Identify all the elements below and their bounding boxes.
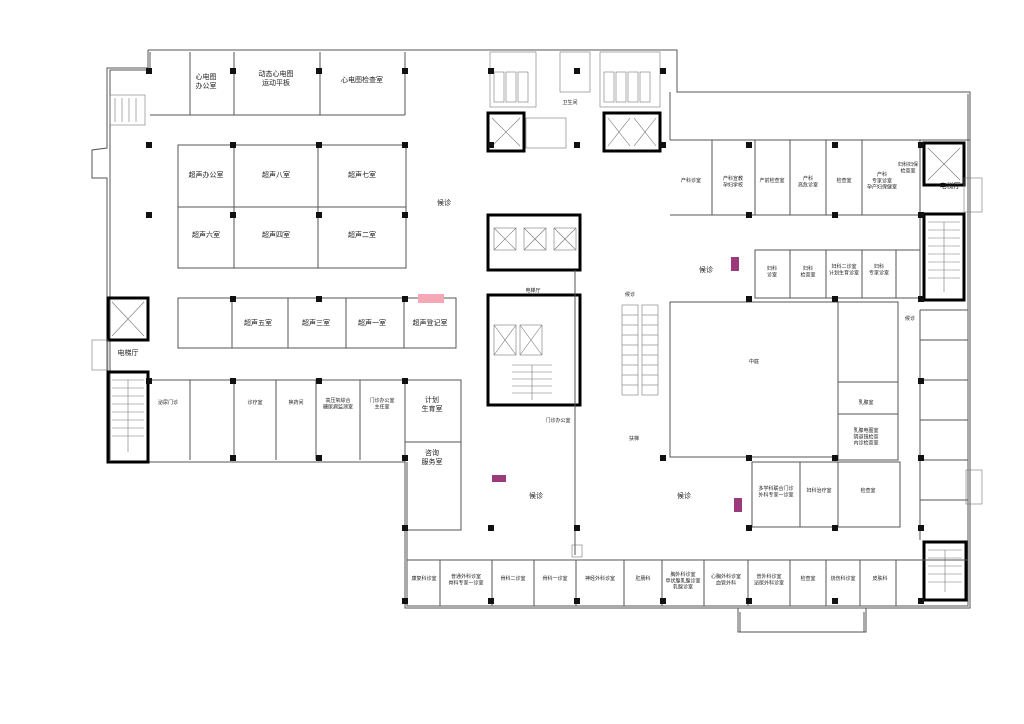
top-center-core bbox=[486, 51, 662, 153]
room-label: 骨科一诊室 bbox=[542, 575, 567, 582]
room-label: 电梯厅 bbox=[118, 348, 139, 357]
room-label: 乳腺室 bbox=[858, 399, 873, 406]
room-label: 中庭 bbox=[749, 358, 759, 365]
room-label: 超声八室 bbox=[262, 170, 290, 179]
room-label: 心电图办公室 bbox=[196, 72, 217, 90]
room-label: 普外科诊室泌尿外科诊室 bbox=[754, 573, 784, 586]
atrium bbox=[621, 301, 899, 461]
room-label: 妇科二诊室计划生育诊室 bbox=[829, 263, 859, 276]
room-label: 门诊办公室主任室 bbox=[369, 397, 394, 410]
room-label: 肛肠科 bbox=[635, 575, 650, 582]
room-label: 检查室 bbox=[860, 487, 875, 494]
lower-left-rooms bbox=[148, 379, 462, 531]
room-label: 扶梯 bbox=[629, 435, 639, 442]
room-label: 诊疗室 bbox=[247, 399, 262, 406]
room-label: 骨科二诊室 bbox=[500, 575, 525, 582]
room-label: 产科诊室 bbox=[681, 177, 701, 184]
room-label: 妇科检查室 bbox=[800, 265, 815, 278]
room-label: 候诊 bbox=[625, 291, 635, 298]
room-label: 妇科专家诊室 bbox=[869, 263, 889, 276]
columns bbox=[146, 68, 924, 604]
room-label: 换药间 bbox=[288, 399, 303, 406]
room-label: 产科专家诊室孕产妇保健室 bbox=[867, 171, 897, 191]
room-label: 胸外科诊室甲状腺乳腺诊室乳腺诊室 bbox=[665, 571, 700, 591]
room-label: 心电图检查室 bbox=[341, 75, 383, 84]
room-label: 心胸外科诊室血管外科 bbox=[711, 573, 741, 586]
room-label: 电梯厅 bbox=[525, 287, 540, 294]
room-label: 超声一室 bbox=[358, 318, 386, 327]
room-label: 咨询服务室 bbox=[422, 448, 443, 466]
right-top-rooms bbox=[670, 140, 983, 302]
room-label: 电梯厅 bbox=[940, 181, 961, 190]
room-label: 超声登记室 bbox=[413, 318, 448, 327]
room-label: 超声四室 bbox=[262, 230, 290, 239]
room-label: 超声办公室 bbox=[189, 170, 224, 179]
room-label: 超声三室 bbox=[302, 318, 330, 327]
purple-marker-lower bbox=[734, 498, 742, 512]
room-label: 候诊 bbox=[529, 491, 543, 500]
pink-marker bbox=[418, 294, 444, 303]
room-label: 卫生间 bbox=[562, 99, 577, 106]
room-label: 候诊 bbox=[677, 491, 691, 500]
room-label: 产科高危诊室 bbox=[798, 175, 818, 188]
room-label: 康复科诊室 bbox=[411, 575, 436, 582]
right-mid-rooms bbox=[731, 249, 921, 299]
room-label: 超声七室 bbox=[348, 170, 376, 179]
room-label: 超声六室 bbox=[192, 230, 220, 239]
ecg-block bbox=[150, 52, 406, 116]
purple-marker bbox=[492, 475, 506, 482]
room-label: 超声二室 bbox=[348, 230, 376, 239]
room-labels: 心电图办公室 动态心电图运动平板 心电图检查室 超声办公室 超声八室 超声七室 … bbox=[118, 69, 961, 591]
room-label: 神经外科诊室 bbox=[585, 575, 615, 582]
room-label: 妇科治疗室 bbox=[806, 487, 831, 494]
room-label: 计划生育室 bbox=[422, 395, 443, 413]
room-label: 检查室 bbox=[836, 177, 851, 184]
room-label: 候诊 bbox=[437, 198, 451, 207]
room-label: 产前检查室 bbox=[759, 177, 784, 184]
room-label: 超声五室 bbox=[244, 318, 272, 327]
room-label: 妇科诊室 bbox=[767, 265, 777, 278]
room-label: 高压氧综合糖尿病监测室 bbox=[323, 397, 353, 410]
right-lower-rooms bbox=[734, 309, 983, 602]
room-label: 皮肤科 bbox=[872, 575, 887, 582]
room-label: 候诊 bbox=[699, 265, 713, 274]
central-core bbox=[486, 213, 583, 558]
room-label: 乳腺电图室阴道镜检查内诊检查室 bbox=[853, 427, 878, 447]
left-core bbox=[91, 94, 150, 464]
room-label: 动态心电图运动平板 bbox=[259, 69, 294, 87]
room-label: 普通外科诊室骨科专家一诊室 bbox=[448, 573, 483, 586]
purple-marker-right bbox=[731, 257, 739, 271]
room-label: 检查室 bbox=[800, 575, 815, 582]
room-label: 烧伤科诊室 bbox=[830, 575, 855, 582]
room-label: 门诊办公室 bbox=[545, 417, 570, 424]
room-label: 泌尿门诊 bbox=[158, 399, 178, 406]
room-label: 妇科妇保检查室 bbox=[898, 161, 918, 174]
room-label: 产科宣教孕妇学校 bbox=[723, 175, 743, 188]
room-label: 多学科联合门诊外科专家一诊室 bbox=[758, 485, 793, 498]
room-label: 候诊 bbox=[905, 315, 915, 322]
